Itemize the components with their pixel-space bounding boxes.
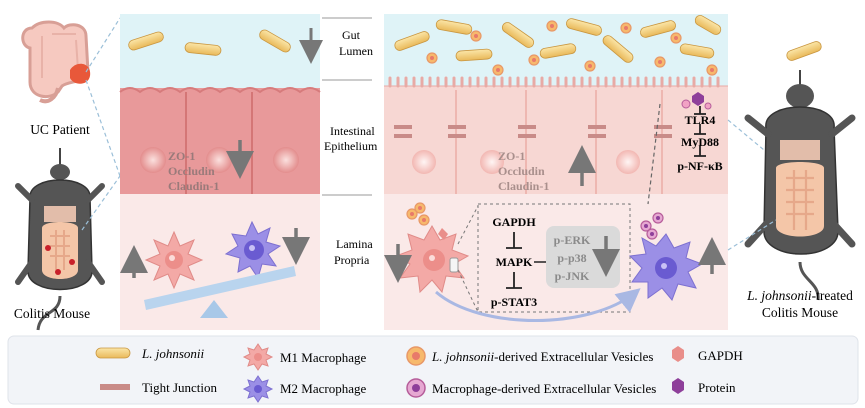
tight-junctions [394,125,672,138]
tj-protein-label: ZO-1 [168,149,195,163]
legend-gapdh-icon [672,346,684,362]
jnk-label: p-JNK [555,269,590,283]
layer-label: Epithelium [324,139,378,153]
stat3-label: p-STAT3 [491,295,537,309]
legend-lj-ev-icon [406,346,426,366]
lj-evs [426,20,718,76]
legend-tight-junction-icon [100,384,130,390]
legend-label: Tight Junction [142,380,218,395]
layer-labels: Gut Lumen Intestinal Epithelium Lamina P… [322,17,378,267]
layer-label: Propria [334,253,370,267]
legend-macrophage-ev-icon [406,378,426,398]
signaling-box [477,203,631,313]
legend-label: M1 Macrophage [280,350,367,365]
bacterium [184,42,222,56]
polarization-arrow [435,288,641,322]
legend-label: GAPDH [698,348,743,363]
ev-path [647,103,661,205]
legend-m2-icon [242,375,274,403]
nucleus [616,150,640,174]
nucleus [273,147,299,173]
mapk-label: MAPK [496,255,533,269]
treated-mouse-label-2: Colitis Mouse [762,305,838,320]
bacterium [128,31,164,51]
layer-label: Gut [342,28,361,42]
legend-m1-icon [242,343,274,371]
m1-macrophage-right [394,202,470,294]
m1-macrophage [144,230,204,290]
legend: L. johnsonii M1 Macrophage L. johnsonii-… [7,335,859,405]
treated-mouse-icon [744,41,856,301]
tlr4-label: TLR4 [685,113,716,127]
inhibition-lines [506,232,522,289]
legend-label: L. johnsonii-derived Extracellular Vesic… [431,349,653,364]
layer-label: Lumen [339,44,373,58]
seesaw [144,266,296,318]
nucleus [140,147,166,173]
left-panel [119,14,321,330]
uc-patient-label: UC Patient [30,122,90,137]
tj-protein-label: Claudin-1 [168,179,219,193]
zoom-lines [457,205,479,313]
legend-label: Macrophage-derived Extracellular Vesicle… [432,381,656,396]
colon-icon [21,20,91,104]
p38-label: p-p38 [557,251,586,265]
myd88-label: MyD88 [681,135,719,149]
nfkb-label: p-NF-κB [677,159,722,173]
gapdh-label: GAPDH [492,215,536,229]
tj-protein-label: Occludin [498,164,545,178]
tj-protein-label: Occludin [168,164,215,178]
legend-label: L. johnsonii [141,346,205,361]
m2-macrophage-right [628,212,704,301]
legend-bacterium-icon [95,347,131,359]
legend-label: M2 Macrophage [280,381,367,396]
bacterium [259,29,291,53]
layer-label: Lamina [336,237,373,251]
tj-protein-label: ZO-1 [498,149,525,163]
nucleus [412,150,436,174]
inhibition-lines [694,106,706,157]
layer-label: Intestinal [330,124,375,138]
colitis-mouse-label: Colitis Mouse [14,306,90,321]
protein-hexagon [681,92,712,110]
colitis-mouse-icon [15,148,105,331]
nucleus [206,147,232,173]
legend-label: Protein [698,380,736,395]
erk-label: p-ERK [554,233,591,247]
nucleus [480,150,504,174]
tj-protein-label: Claudin-1 [498,179,549,193]
legend-protein-icon [672,378,684,394]
treated-mouse-label: L. johnsonii-treated [746,288,853,303]
bacteria-cluster [394,15,722,63]
